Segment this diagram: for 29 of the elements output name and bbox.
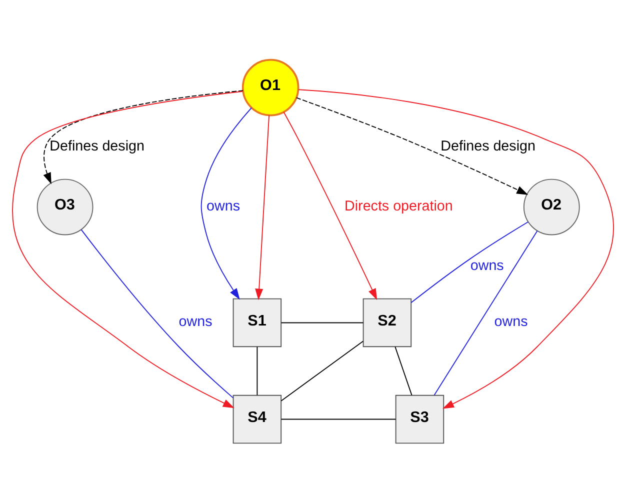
arrow (12, 90, 244, 408)
edge-label: Directs operation (344, 198, 453, 214)
arrow (43, 90, 244, 184)
edge-label: owns (494, 314, 528, 330)
edge-label: Defines design (50, 138, 144, 155)
connector (80, 229, 234, 398)
node-circle: O2 (523, 178, 580, 236)
connector (256, 346, 258, 396)
arrow (200, 107, 252, 300)
arrow (296, 97, 528, 195)
connector (280, 418, 396, 420)
arrow (298, 89, 614, 409)
arrow (255, 114, 270, 300)
edge-label: Defines design (440, 138, 536, 155)
connector (434, 230, 538, 396)
connector (394, 346, 412, 396)
connector (280, 322, 364, 324)
edge-label: owns (470, 258, 504, 274)
edge-label: owns (178, 314, 212, 330)
arrow (283, 112, 378, 300)
node-box: S3 (395, 394, 444, 444)
node-circle: O3 (36, 178, 94, 236)
node-box: S1 (232, 298, 282, 348)
node-box: S2 (362, 298, 412, 348)
connector (280, 340, 364, 402)
connector (410, 221, 529, 304)
node-box: S4 (232, 394, 282, 444)
edge-label: owns (206, 198, 240, 214)
node-circle: O1 (242, 58, 300, 116)
